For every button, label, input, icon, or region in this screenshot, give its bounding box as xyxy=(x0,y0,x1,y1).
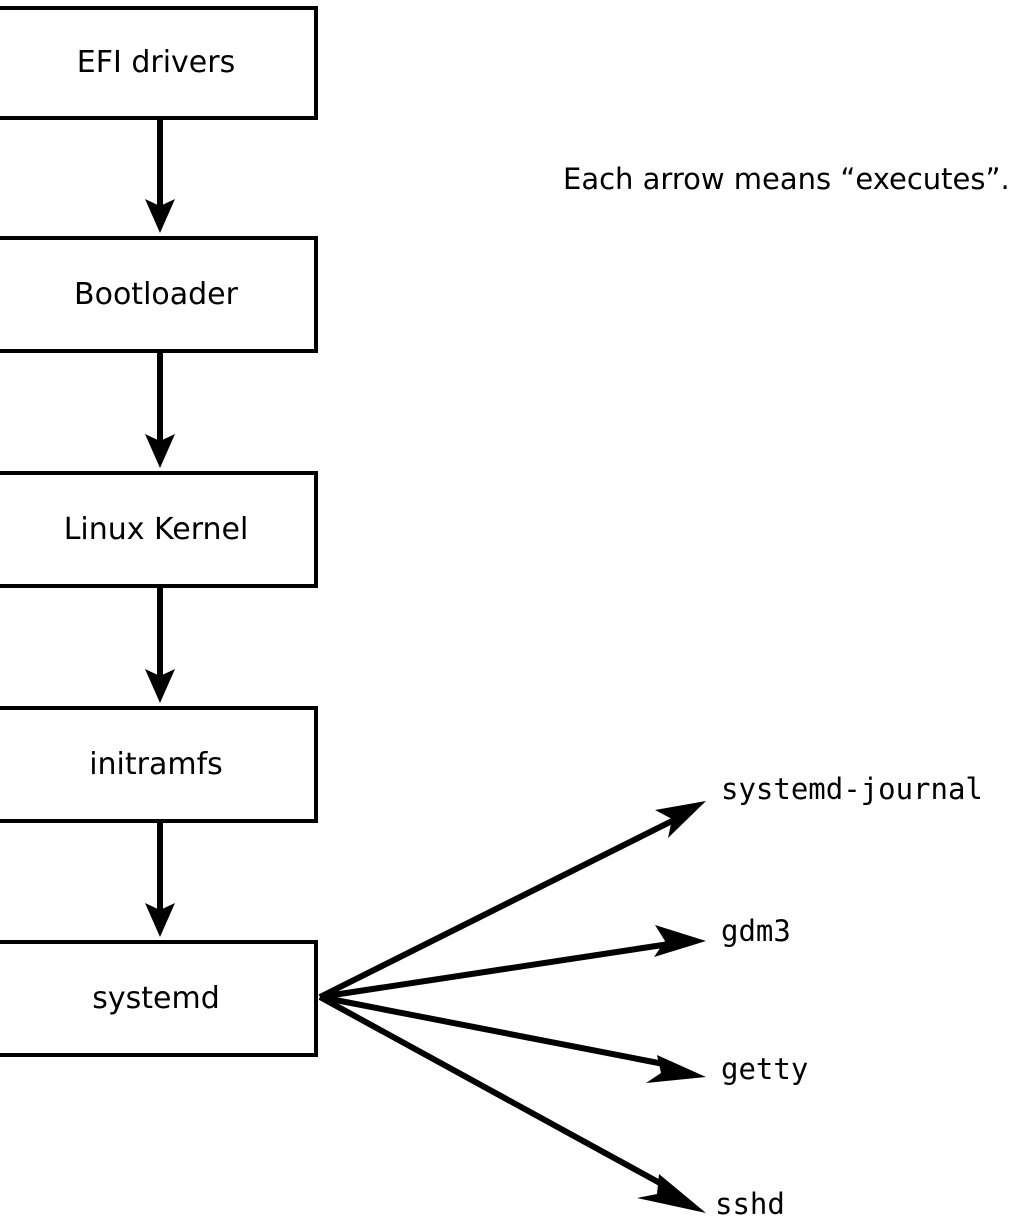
node-box-efi-drivers[interactable]: EFI drivers xyxy=(0,6,318,120)
service-label-sshd[interactable]: sshd xyxy=(715,1187,785,1221)
service-arrow-gdm3 xyxy=(319,925,706,1000)
service-arrow-sshd xyxy=(318,994,706,1213)
chain-arrow-initramfs-to-systemd xyxy=(145,823,175,937)
chain-arrow-bootloader-to-kernel xyxy=(145,353,175,468)
chain-arrow-efi-to-bootloader xyxy=(145,120,175,233)
service-label-systemd-journal[interactable]: systemd-journal xyxy=(721,772,983,806)
service-arrow-getty xyxy=(319,994,706,1083)
node-box-initramfs[interactable]: initramfs xyxy=(0,706,318,823)
node-label-initramfs: initramfs xyxy=(89,746,223,782)
node-label-systemd: systemd xyxy=(92,980,220,1016)
legend-note: Each arrow means “executes”. xyxy=(563,162,1010,196)
service-label-getty[interactable]: getty xyxy=(721,1052,809,1086)
node-box-bootloader[interactable]: Bootloader xyxy=(0,236,318,353)
node-label-efi-drivers: EFI drivers xyxy=(76,45,236,80)
node-label-linux-kernel: Linux Kernel xyxy=(63,511,249,547)
node-label-bootloader: Bootloader xyxy=(74,276,238,312)
node-box-linux-kernel[interactable]: Linux Kernel xyxy=(0,471,318,588)
node-box-systemd[interactable]: systemd xyxy=(0,940,318,1057)
chain-arrow-kernel-to-initramfs xyxy=(145,588,175,703)
service-label-gdm3[interactable]: gdm3 xyxy=(721,914,791,948)
service-arrow-systemd-journal xyxy=(318,801,706,1000)
